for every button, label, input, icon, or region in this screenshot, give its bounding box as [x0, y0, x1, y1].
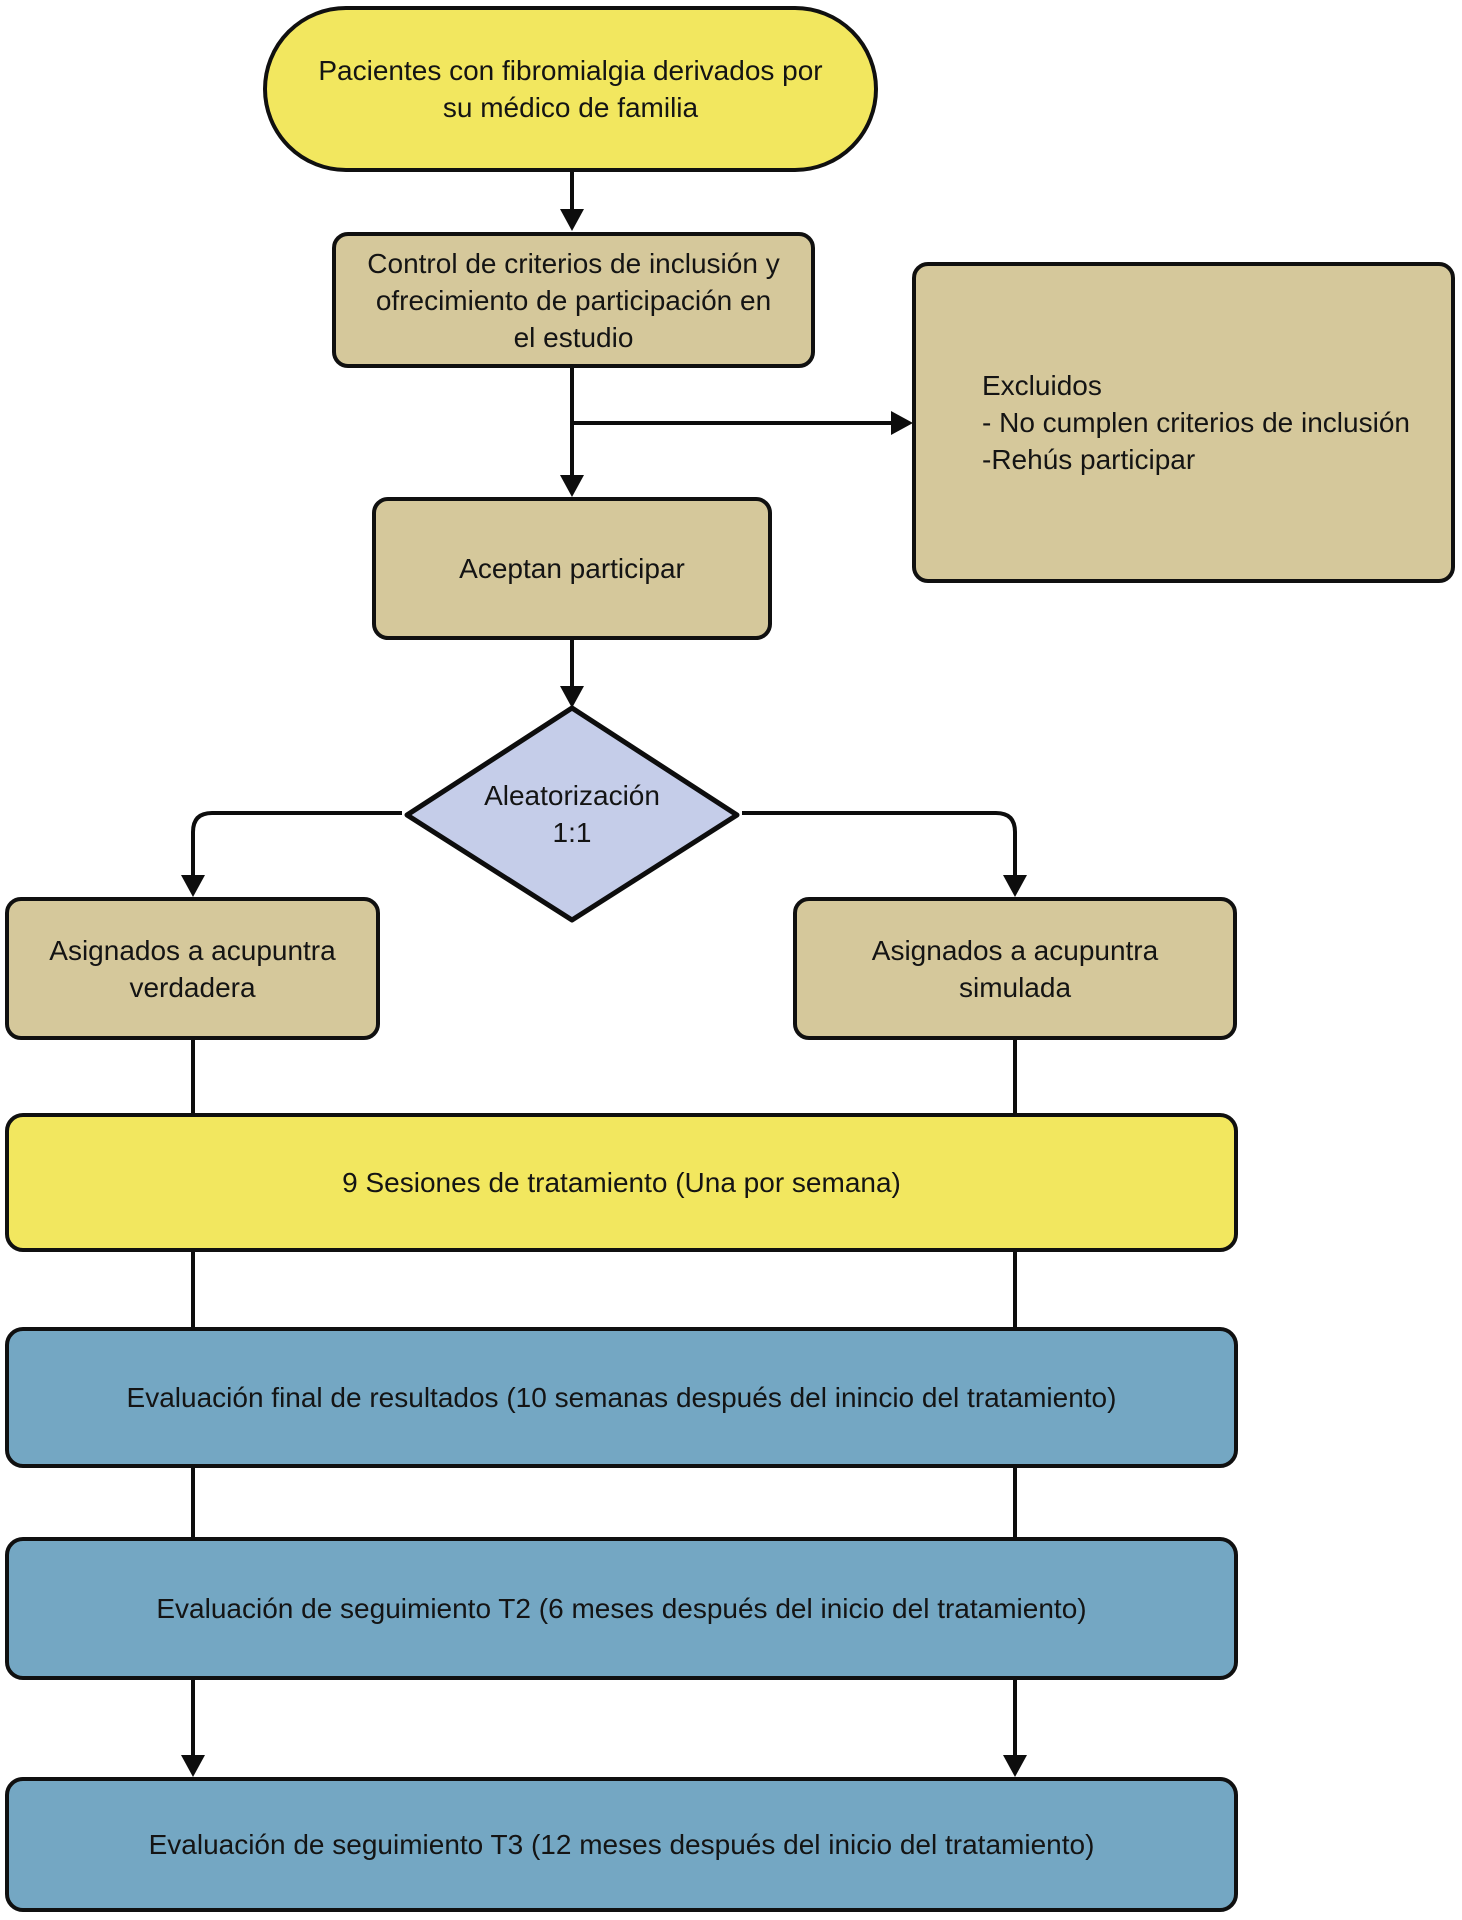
node-sham-acupuncture: Asignados a acupuntra simulada [793, 897, 1237, 1040]
edge-randomization-to-sham [742, 811, 1027, 897]
node-accept: Aceptan participar [372, 497, 772, 640]
edge-patients-to-screening [560, 170, 584, 231]
node-sham-acupuncture-text-line2: simulada [958, 971, 1072, 1003]
edge-t2-to-t3-left [181, 1678, 205, 1777]
node-sham-acupuncture-text-line1: Asignados a acupuntra [871, 934, 1159, 966]
node-screening-text-line1: Control de criterios de inclusión y [367, 247, 780, 279]
node-patients-text-line2: su médico de familia [442, 92, 699, 123]
edge-screening-to-excluded [572, 411, 913, 435]
node-true-acupuncture: Asignados a acupuntra verdadera [5, 897, 380, 1040]
edge-screening-to-accept [560, 366, 584, 497]
node-followup-t3: Evaluación de seguimiento T3 (12 meses d… [5, 1777, 1238, 1912]
node-excluded: Excluidos - No cumplen criterios de incl… [912, 262, 1455, 583]
node-randomization-label: Aleatorización 1:1 [407, 708, 737, 920]
node-screening-text-line3: el estudio [513, 321, 634, 353]
node-followup-t2: Evaluación de seguimiento T2 (6 meses de… [5, 1537, 1238, 1680]
node-accept-text: Aceptan participar [459, 553, 685, 584]
node-excluded-text-line3: -Rehús participar [982, 444, 1196, 475]
node-true-acupuncture-text-line2: verdadera [129, 971, 256, 1003]
node-sessions-text: 9 Sesiones de tratamiento (Una por seman… [342, 1167, 901, 1198]
node-randomization-text-line2: 1:1 [552, 817, 592, 848]
edge-randomization-to-true [181, 811, 402, 897]
node-final-evaluation-text: Evaluación final de resultados (10 seman… [126, 1382, 1117, 1413]
node-patients-text-line1: Pacientes con fibromialgia derivados por [318, 55, 823, 86]
node-excluded-text-line1: Excluidos [982, 370, 1102, 401]
node-screening: Control de criterios de inclusión y ofre… [332, 232, 815, 368]
node-screening-text-line2: ofrecimiento de participación en [375, 284, 772, 316]
node-final-evaluation: Evaluación final de resultados (10 seman… [5, 1327, 1238, 1468]
node-followup-t2-text: Evaluación de seguimiento T2 (6 meses de… [156, 1593, 1087, 1624]
randomization-diamond-shape [404, 705, 740, 923]
node-sessions: 9 Sesiones de tratamiento (Una por seman… [5, 1113, 1238, 1252]
node-excluded-text-line2: - No cumplen criterios de inclusión [982, 407, 1410, 438]
node-randomization-text-line1: Aleatorización [484, 780, 660, 811]
edge-accept-to-randomization [560, 638, 584, 708]
node-patients: Pacientes con fibromialgia derivados por… [263, 6, 878, 172]
edge-t2-to-t3-right [1003, 1678, 1027, 1777]
node-followup-t3-text: Evaluación de seguimiento T3 (12 meses d… [148, 1829, 1095, 1860]
node-true-acupuncture-text-line1: Asignados a acupuntra [49, 934, 336, 966]
